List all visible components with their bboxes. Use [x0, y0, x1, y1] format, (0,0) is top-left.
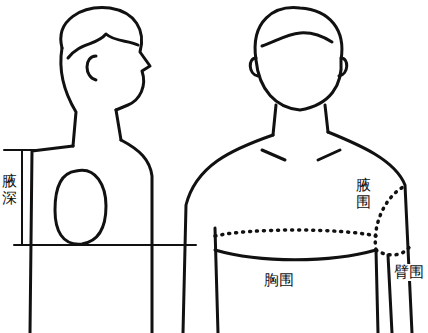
- armhole-outline: [55, 170, 106, 244]
- front-neck: [273, 105, 328, 135]
- profile-head: [61, 8, 150, 110]
- measure-label: 胸围: [263, 272, 295, 289]
- measure-label: 腋围: [356, 176, 371, 211]
- right-arm-inner: [388, 255, 392, 333]
- right-body-side: [376, 250, 378, 333]
- measure-label: 腋深: [2, 172, 17, 207]
- front-hair: [262, 33, 332, 46]
- arm-dotted: [376, 246, 410, 255]
- dimension-line: [4, 150, 196, 245]
- profile-neck-front: [116, 110, 121, 140]
- chest-dotted: [215, 230, 376, 236]
- profile-ear: [87, 56, 96, 80]
- left-arm-inner: [215, 228, 218, 333]
- profile-front: [121, 140, 152, 333]
- profile-neck: [61, 48, 76, 146]
- front-head: [255, 8, 342, 110]
- collar: [262, 150, 340, 160]
- profile-hair: [68, 34, 138, 58]
- chest-line: [215, 250, 376, 260]
- front-ears: [250, 58, 347, 76]
- measure-label: 臂围: [393, 264, 425, 281]
- armhole-dotted: [375, 186, 405, 250]
